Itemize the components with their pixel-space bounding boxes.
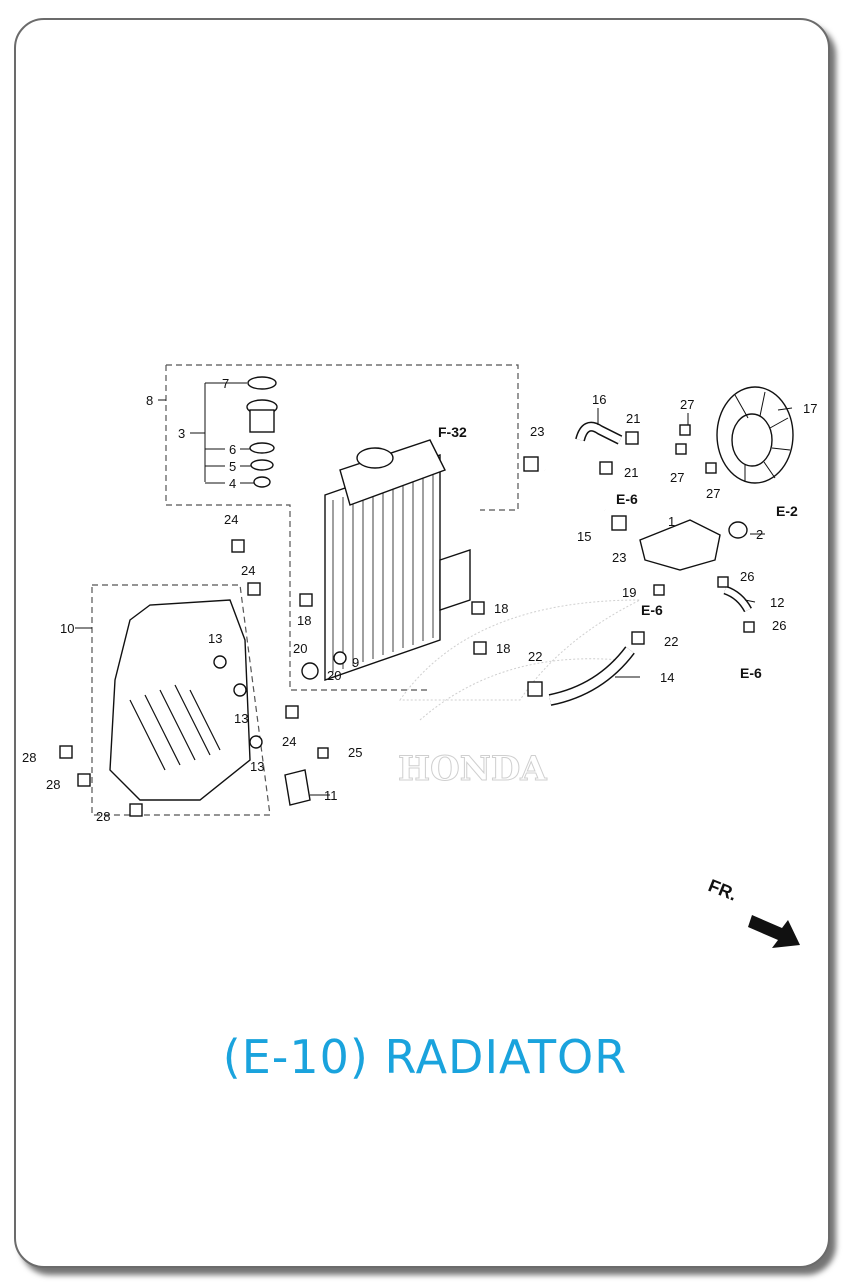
part-label-23-b: 23 xyxy=(612,550,626,565)
honda-watermark-text: HONDA xyxy=(398,749,547,789)
part-label-13-a: 13 xyxy=(208,631,222,646)
part-label-28-c: 28 xyxy=(96,809,110,824)
diagram-title: (E-10) RADIATOR xyxy=(222,1030,628,1084)
part-label-2: 2 xyxy=(756,527,763,542)
part-label-8: 8 xyxy=(146,393,153,408)
part-label-18-a: 18 xyxy=(297,613,311,628)
radiator-cap xyxy=(246,376,278,488)
radiator-core xyxy=(324,439,471,681)
part-label-28-a: 28 xyxy=(22,750,36,765)
part-label-19: 19 xyxy=(622,585,636,600)
ref-e6-middle[interactable]: E-6 xyxy=(641,602,663,618)
part-label-24-b: 24 xyxy=(241,563,255,578)
assembly-box-8-lower xyxy=(165,365,430,691)
part-label-5: 5 xyxy=(229,459,236,474)
part-label-18-c: 18 xyxy=(496,641,510,656)
part-label-27-c: 27 xyxy=(706,486,720,501)
part-label-4: 4 xyxy=(229,476,236,491)
part-label-11: 11 xyxy=(324,788,338,803)
bolts xyxy=(59,424,755,817)
part-label-28-b: 28 xyxy=(46,777,60,792)
part-label-21-b: 21 xyxy=(624,465,638,480)
ref-f32[interactable]: F-32 xyxy=(438,424,467,440)
water-pipe-joint xyxy=(639,519,748,571)
hoses xyxy=(544,421,752,706)
ref-e6-upper[interactable]: E-6 xyxy=(616,491,638,507)
part-label-10: 10 xyxy=(60,621,74,636)
part-label-24-a: 24 xyxy=(224,512,238,527)
part-label-24-c: 24 xyxy=(282,734,296,749)
part-label-15: 15 xyxy=(577,529,591,544)
part-label-26-a: 26 xyxy=(740,569,754,584)
front-direction-arrow xyxy=(748,915,800,948)
part-label-27-b: 27 xyxy=(670,470,684,485)
part-label-13-b: 13 xyxy=(234,711,248,726)
bracket xyxy=(284,769,311,806)
part-label-6: 6 xyxy=(229,442,236,457)
assembly-box-10 xyxy=(91,584,271,816)
part-label-14: 14 xyxy=(660,670,674,685)
part-label-23-a: 23 xyxy=(530,424,544,439)
radiator-shroud xyxy=(109,599,251,801)
part-label-12: 12 xyxy=(770,595,784,610)
part-label-1: 1 xyxy=(668,514,675,529)
cooling-fan xyxy=(716,386,794,484)
ref-e2[interactable]: E-2 xyxy=(776,503,798,519)
assembly-box-8 xyxy=(166,364,519,511)
honda-watermark: HONDA xyxy=(398,599,641,790)
part-label-7: 7 xyxy=(222,376,229,391)
part-label-25: 25 xyxy=(348,745,362,760)
part-label-13-c: 13 xyxy=(250,759,264,774)
part-label-22-a: 22 xyxy=(528,649,542,664)
part-label-22-b: 22 xyxy=(664,634,678,649)
part-label-20-b: 20 xyxy=(327,668,341,683)
leader-lines xyxy=(75,382,793,796)
ref-e6-right[interactable]: E-6 xyxy=(740,665,762,681)
part-label-17: 17 xyxy=(803,401,817,416)
part-label-27-a: 27 xyxy=(680,397,694,412)
part-label-18-b: 18 xyxy=(494,601,508,616)
part-label-20-a: 20 xyxy=(293,641,307,656)
part-label-9: 9 xyxy=(352,655,359,670)
part-label-16: 16 xyxy=(592,392,606,407)
part-label-26-b: 26 xyxy=(772,618,786,633)
part-label-3: 3 xyxy=(178,426,185,441)
part-label-21-a: 21 xyxy=(626,411,640,426)
